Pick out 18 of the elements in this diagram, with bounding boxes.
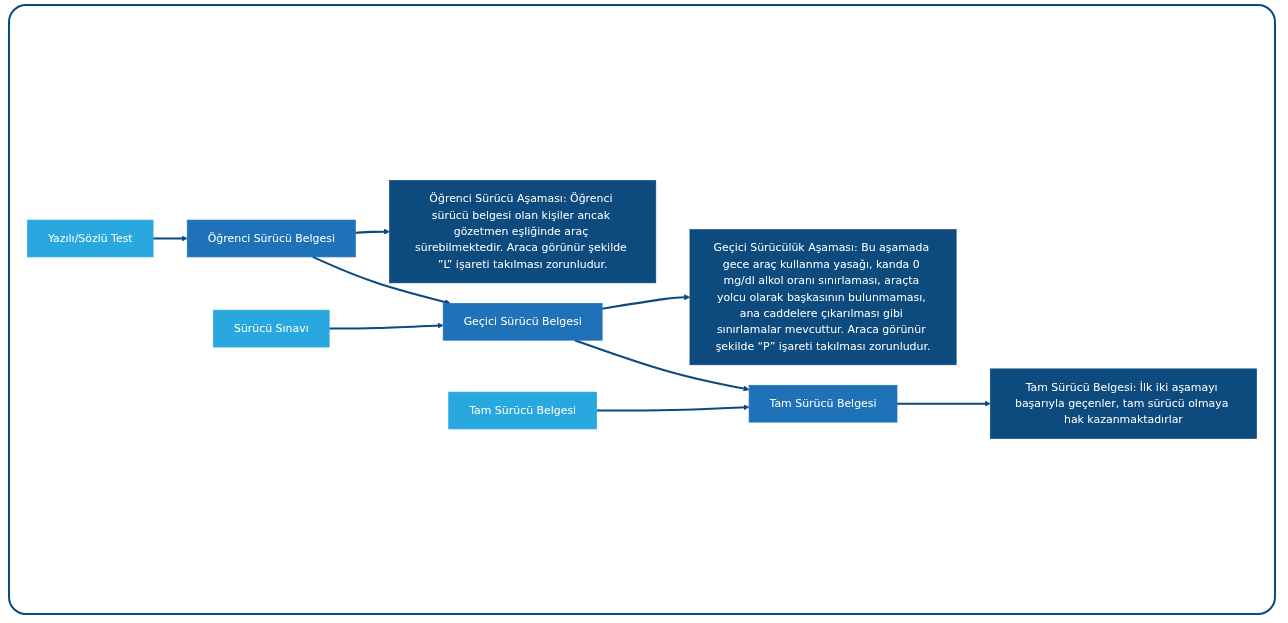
node-box bbox=[213, 309, 330, 348]
arrow bbox=[153, 235, 188, 242]
arrow bbox=[596, 404, 750, 412]
arrow bbox=[897, 400, 991, 407]
node-box bbox=[689, 229, 957, 366]
node-box bbox=[989, 368, 1257, 439]
node-box bbox=[27, 219, 154, 258]
node-box bbox=[748, 384, 898, 423]
arrow bbox=[574, 339, 750, 392]
node-box bbox=[186, 219, 356, 258]
arrow bbox=[355, 228, 390, 235]
node-box bbox=[389, 180, 657, 284]
arrow bbox=[329, 322, 444, 330]
arrow bbox=[312, 256, 451, 305]
frame-border: Yazılı/Sözlü Test Öğrenci Sürücü Belgesi Öğrenci Sürücü Aşaması: Öğrenci sürücü belgesi olan kişiler ancak gözetmen eşliğinde araç sürebilmektedir. Araca görünür şekilde ”L” işareti takılması zorunludur. Sürücü Sınavı Geçici Sürücü Belgesi Geçici Sürücülük Aşaması: Bu aşamada gece araç kullanma yasağı, kanda 0 mg/dl alkol oranı sınırlaması, araçta yolcu olarak başkasının bulunmaması, ana caddelere çıkarılması gibi sınırlamalar mevcuttur. Araca görünür şekilde “P” işareti takılması zorunludur. Tam Sürücü Belgesi Tam Sürücü Belgesi Tam Sürücü Belgesi: İlk iki aşamayı başarıyla geçenler, tam sürücü olmaya hak kazanmaktadırlar bbox=[8, 4, 1276, 615]
node-box bbox=[448, 391, 597, 430]
arrow bbox=[602, 294, 691, 310]
node-box bbox=[442, 303, 603, 341]
